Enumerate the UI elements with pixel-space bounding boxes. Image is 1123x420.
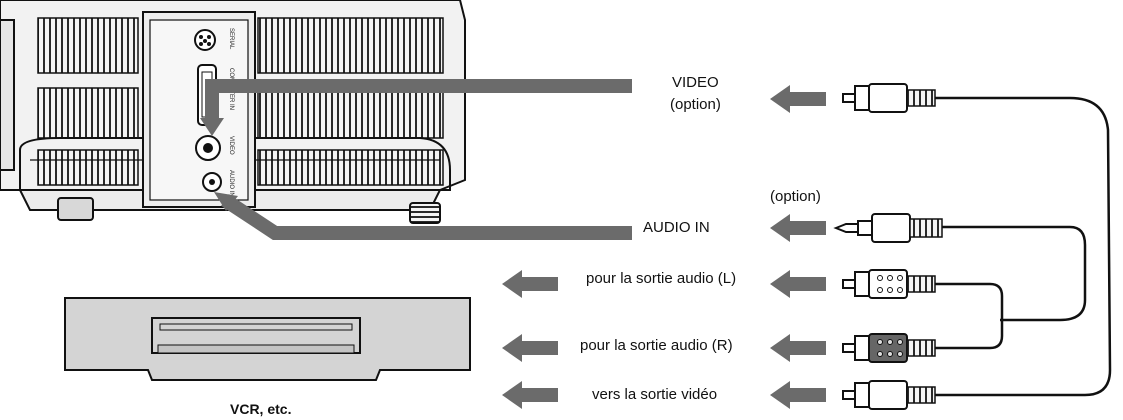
arrow-video-out-left bbox=[502, 381, 558, 409]
rca-plug-audio-l bbox=[842, 269, 936, 299]
label-audio-r: pour la sortie audio (R) bbox=[580, 337, 733, 354]
serial-port: SERIAL bbox=[194, 28, 234, 51]
audio-arrow-to-projector bbox=[214, 192, 632, 240]
label-audio-l: pour la sortie audio (L) bbox=[586, 270, 737, 287]
port-label-serial: SERIAL bbox=[228, 28, 234, 50]
label-video-out: vers la sortie vidéo bbox=[592, 386, 718, 403]
vcr bbox=[64, 297, 471, 381]
cables bbox=[935, 96, 1112, 397]
label-option: (option) bbox=[770, 188, 821, 205]
arrow-video-in bbox=[770, 85, 826, 113]
rca-plug-video-out bbox=[842, 380, 936, 410]
arrow-audio-l-left bbox=[502, 270, 558, 298]
video-arrow-to-projector bbox=[200, 79, 632, 136]
port-label-audio-in: AUDIO IN bbox=[228, 170, 234, 197]
label-video-option: (option) bbox=[670, 96, 721, 113]
video-port: VIDEO bbox=[195, 135, 234, 161]
label-video: VIDEO bbox=[672, 74, 719, 91]
arrow-audio-l-right bbox=[770, 270, 826, 298]
arrow-video-out-right bbox=[770, 381, 826, 409]
audio-in-port: AUDIO IN bbox=[202, 170, 234, 197]
label-audio-in: AUDIO IN bbox=[643, 219, 710, 236]
label-vcr: VCR, etc. bbox=[230, 401, 292, 417]
rca-plug-video-in bbox=[842, 83, 936, 113]
arrow-audio-r-right bbox=[770, 334, 826, 362]
arrow-audio-in bbox=[770, 214, 826, 242]
rca-plug-audio-r bbox=[842, 333, 936, 363]
port-label-video: VIDEO bbox=[228, 136, 234, 155]
projector bbox=[0, 0, 466, 224]
arrow-audio-r-left bbox=[502, 334, 558, 362]
mini-plug-audio-in bbox=[833, 213, 943, 243]
